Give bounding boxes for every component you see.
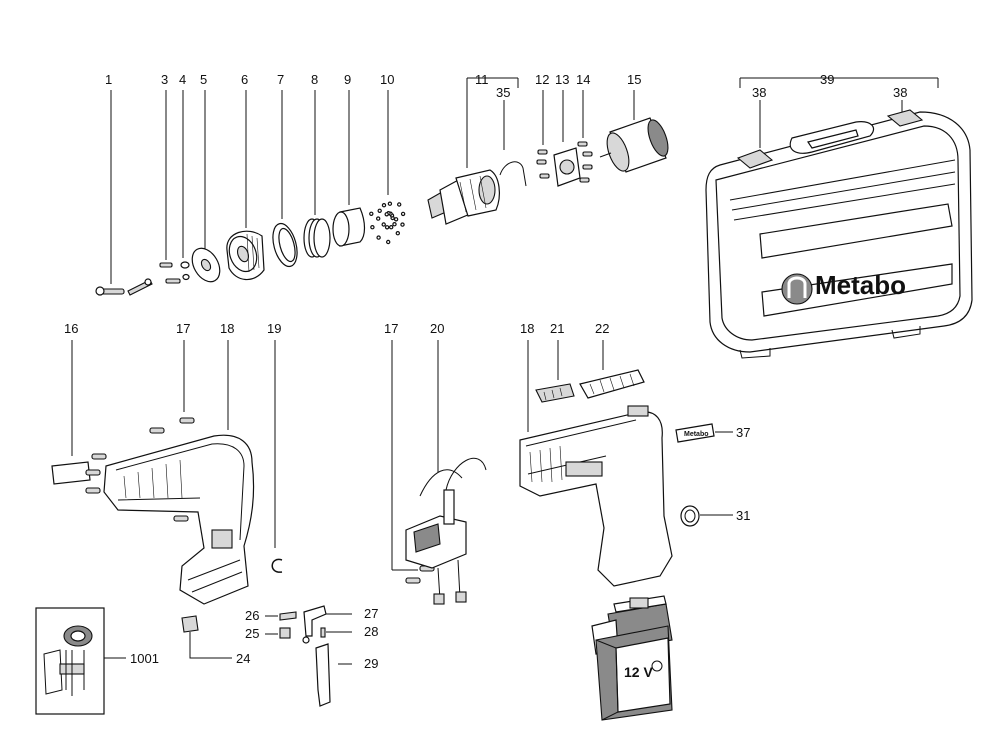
callout-29: 29: [364, 656, 378, 671]
part-26-spring: [265, 611, 297, 621]
callout-15: 15: [627, 72, 641, 87]
callout-9: 9: [344, 72, 351, 87]
callout-6: 6: [241, 72, 248, 87]
callout-13: 13: [555, 72, 569, 87]
part-1001-inset: [35, 607, 126, 715]
ball-bearing: [369, 211, 374, 216]
part-6-chuck-sleeve: [226, 90, 265, 281]
part-18-housing-left: [103, 340, 255, 605]
callout-28: 28: [364, 624, 378, 639]
callout-38-right: 38: [893, 85, 907, 100]
part-27-lever: [302, 605, 352, 644]
ball-bearing: [376, 235, 381, 240]
callout-26: 26: [245, 608, 259, 623]
part-17-housing-screws: [85, 340, 195, 522]
callout-22: 22: [595, 321, 609, 336]
part-39-carrying-case: Metabo: [705, 77, 973, 359]
part-2-bit: [127, 278, 153, 296]
part-4-washer: [180, 90, 190, 281]
part-18-housing-right: [519, 340, 673, 587]
part-24-plate: [181, 615, 232, 659]
callout-labels: 1 3 4 5 6 7 8 9 10 11 35 12 13 14 15 38 …: [64, 72, 907, 671]
callout-7: 7: [277, 72, 284, 87]
ball-bearing: [381, 222, 386, 227]
battery-pack: 12 V: [591, 595, 673, 721]
ball-bearing: [384, 212, 389, 217]
callout-16: 16: [64, 321, 78, 336]
callout-31: 31: [736, 508, 750, 523]
ball-bearing: [377, 208, 382, 213]
ball-bearing: [384, 225, 390, 230]
ball-bearing: [397, 202, 402, 207]
part-22-cover: [579, 340, 645, 399]
ball-bearing: [392, 221, 397, 227]
callout-11: 11: [475, 72, 489, 87]
callout-27: 27: [364, 606, 378, 621]
part-9-sleeve: [332, 90, 366, 247]
part-12-screws: [536, 90, 550, 179]
part-20-switch: [405, 340, 487, 605]
part-19-clip: [271, 340, 283, 573]
part-29-bracket: [315, 643, 352, 707]
part-13-motor-plate: [553, 90, 581, 187]
callout-4: 4: [179, 72, 186, 87]
ball-bearing: [370, 224, 375, 230]
part-15-motor: [599, 90, 669, 173]
part-3-screw: [159, 90, 181, 284]
callout-18-left: 18: [220, 321, 234, 336]
callout-21: 21: [550, 321, 564, 336]
badge-brand-label: Metabo: [684, 431, 709, 438]
part-37-brand-badge: Metabo: [675, 423, 733, 443]
callout-20: 20: [430, 321, 444, 336]
part-35-clip: [499, 100, 527, 187]
case-brand-label: Metabo: [815, 270, 906, 300]
ball-bearing: [376, 216, 381, 221]
part-8-spring: [303, 90, 331, 258]
callout-8: 8: [311, 72, 318, 87]
callout-17-left: 17: [176, 321, 190, 336]
part-11-gearbox: [427, 77, 519, 225]
callout-19: 19: [267, 321, 281, 336]
part-7-ring: [272, 90, 298, 268]
callout-39: 39: [820, 72, 834, 87]
callout-18-right: 18: [520, 321, 534, 336]
callout-3: 3: [161, 72, 168, 87]
callout-25: 25: [245, 626, 259, 641]
callout-17-switch: 17: [384, 321, 398, 336]
ball-bearing: [389, 224, 394, 230]
ball-bearing: [395, 230, 400, 236]
part-10-ball-bearings: [369, 90, 406, 245]
battery-voltage-label: 12 V: [624, 664, 653, 680]
callout-14: 14: [576, 72, 590, 87]
callout-1: 1: [105, 72, 112, 87]
part-25-slider: [265, 627, 291, 639]
part-14-screws: [577, 90, 593, 183]
callout-24: 24: [236, 651, 250, 666]
callout-35: 35: [496, 85, 510, 100]
part-17-switch-screws: [391, 340, 435, 584]
ball-bearing: [400, 211, 406, 217]
callout-1001: 1001: [130, 651, 159, 666]
ball-bearing: [386, 239, 391, 245]
ball-bearing: [400, 222, 405, 227]
part-28-pin: [320, 627, 352, 638]
part-21-cover: [535, 340, 575, 403]
callout-12: 12: [535, 72, 549, 87]
ball-bearing: [387, 201, 393, 206]
part-16-label: [51, 340, 91, 485]
callout-38-left: 38: [752, 85, 766, 100]
ball-bearing: [381, 202, 387, 208]
part-1-screw: [95, 90, 125, 296]
part-31-round-label: [680, 505, 733, 527]
callout-10: 10: [380, 72, 394, 87]
callout-5: 5: [200, 72, 207, 87]
part-5-disc: [191, 90, 221, 283]
ball-bearing: [393, 217, 399, 222]
callout-37: 37: [736, 425, 750, 440]
